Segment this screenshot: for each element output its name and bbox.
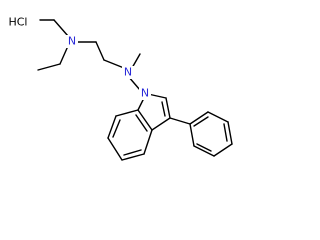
- indole-n-label: N: [141, 87, 149, 100]
- bond-linker-1: [95, 41, 105, 61]
- diethylamino-bonds: [37, 19, 97, 71]
- bond-ph-4: [213, 143, 233, 157]
- bond-c7-c6: [107, 115, 117, 139]
- bond-ph-5: [193, 145, 215, 157]
- bond-c3a-c7a: [137, 109, 153, 131]
- bond-c5-c4-double: [123, 149, 142, 156]
- bond-ethyl2-ch3: [37, 63, 61, 71]
- indole-bonds: [107, 93, 171, 161]
- atom-labels: N N N HCl: [8, 16, 151, 100]
- molecule-structure: N N N HCl: [8, 16, 233, 161]
- salt-label: HCl: [8, 16, 27, 29]
- bond-c5-c4: [121, 153, 145, 161]
- bond-c7-c6-double: [112, 119, 121, 138]
- bond-ethyl1-ch2: [53, 19, 69, 37]
- phenyl-bonds: [169, 111, 233, 157]
- ethylene-linker-bonds: [95, 41, 125, 69]
- bond-ph-1-double: [193, 116, 209, 127]
- bond-c4-c3a: [143, 129, 153, 155]
- bond-ph-3-double: [223, 123, 228, 142]
- bond-ethyl2-ch2: [59, 45, 69, 65]
- methyl-n-label-bg: [122, 66, 134, 79]
- bond-c2-c3-double: [161, 101, 166, 117]
- amine-n-label-bg: [66, 35, 78, 48]
- bond-ph-1: [189, 111, 209, 125]
- indole-n-label-bg: [139, 87, 151, 100]
- bond-linker-2: [103, 59, 125, 69]
- bond-c6-c5: [107, 137, 123, 161]
- bond-ph-2: [207, 111, 229, 123]
- bond-c2-c3: [165, 97, 171, 119]
- bond-ph-6: [189, 123, 195, 147]
- bond-n-methyl: [131, 53, 141, 69]
- amine-n-label: N: [68, 35, 76, 48]
- bond-c3-phenyl: [169, 117, 191, 125]
- bond-ph-5-double: [196, 143, 212, 152]
- bond-ph-3: [227, 121, 233, 145]
- bond-c3-c3a: [151, 117, 171, 131]
- bond-c7a-c7: [115, 109, 139, 117]
- methyl-n-label: N: [124, 66, 132, 79]
- bond-c3a-c7a-inner: [135, 114, 148, 132]
